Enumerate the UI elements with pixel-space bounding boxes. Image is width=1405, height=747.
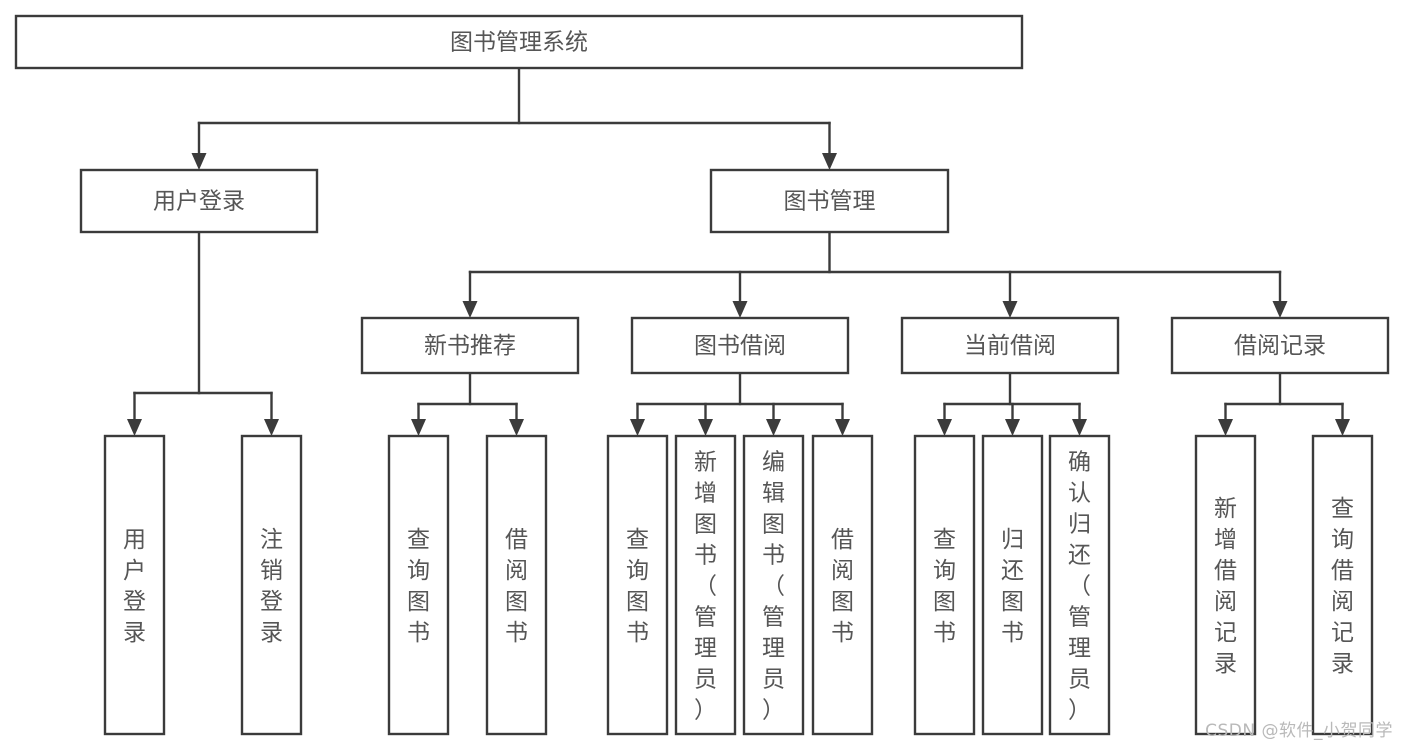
arrow-head-icon bbox=[1272, 301, 1288, 318]
connector-borrow-records bbox=[1218, 371, 1350, 436]
node-borrow-add-book[interactable]: 新增图书（管理员） bbox=[674, 434, 737, 736]
node-box-user-login[interactable] bbox=[79, 168, 319, 234]
connector-book-management bbox=[462, 230, 1288, 318]
node-label-recommend-borrow-book: 借阅图书 bbox=[505, 527, 528, 646]
node-label-records-add: 新增借阅记录 bbox=[1214, 496, 1237, 677]
arrow-head-icon bbox=[127, 419, 142, 436]
connector-book-borrow bbox=[630, 371, 850, 436]
node-box-root[interactable] bbox=[14, 14, 1024, 70]
arrow-head-icon bbox=[462, 301, 478, 318]
node-label-user-login: 用户登录 bbox=[153, 189, 245, 215]
node-label-borrow-records: 借阅记录 bbox=[1234, 333, 1326, 359]
node-box-book-borrow[interactable] bbox=[630, 316, 850, 375]
node-borrow-borrow-book[interactable]: 借阅图书 bbox=[811, 434, 874, 736]
node-box-borrow-records[interactable] bbox=[1170, 316, 1390, 375]
arrow-head-icon bbox=[766, 419, 781, 436]
node-box-borrow-edit-book[interactable] bbox=[742, 434, 805, 736]
node-box-borrow-add-book[interactable] bbox=[674, 434, 737, 736]
node-label-records-query: 查询借阅记录 bbox=[1331, 496, 1354, 677]
node-records-query[interactable]: 查询借阅记录 bbox=[1311, 434, 1374, 736]
node-box-current-query-book[interactable] bbox=[913, 434, 976, 736]
watermark-text: CSDN @软件_小贺同学 bbox=[1205, 721, 1393, 741]
node-label-borrow-borrow-book: 借阅图书 bbox=[831, 527, 854, 646]
node-box-recommend-borrow-book[interactable] bbox=[485, 434, 548, 736]
node-label-current-borrow: 当前借阅 bbox=[964, 333, 1056, 359]
node-recommend-query-book[interactable]: 查询图书 bbox=[387, 434, 450, 736]
arrow-head-icon bbox=[937, 419, 952, 436]
node-label-user-login-leaf: 用户登录 bbox=[123, 527, 146, 646]
node-box-user-login-leaf[interactable] bbox=[103, 434, 166, 736]
node-book-borrow[interactable]: 图书借阅 bbox=[630, 316, 850, 375]
node-label-current-return-book: 归还图书 bbox=[1001, 527, 1024, 646]
node-label-borrow-query-book: 查询图书 bbox=[626, 527, 649, 646]
node-label-root: 图书管理系统 bbox=[450, 30, 588, 56]
node-box-current-return-book[interactable] bbox=[981, 434, 1044, 736]
arrow-head-icon bbox=[822, 153, 837, 170]
node-current-confirm-return[interactable]: 确认归还（管理员） bbox=[1048, 434, 1111, 736]
arrow-head-icon bbox=[1072, 419, 1087, 436]
node-label-user-logout-leaf: 注销登录 bbox=[260, 527, 283, 646]
node-current-borrow[interactable]: 当前借阅 bbox=[900, 316, 1120, 375]
node-box-book-management[interactable] bbox=[709, 168, 950, 234]
arrow-head-icon bbox=[630, 419, 645, 436]
node-current-query-book[interactable]: 查询图书 bbox=[913, 434, 976, 736]
node-label-recommend-query-book: 查询图书 bbox=[407, 527, 430, 646]
node-box-borrow-query-book[interactable] bbox=[606, 434, 669, 736]
node-box-current-confirm-return[interactable] bbox=[1048, 434, 1111, 736]
node-borrow-edit-book[interactable]: 编辑图书（管理员） bbox=[742, 434, 805, 736]
arrow-head-icon bbox=[1218, 419, 1233, 436]
node-current-return-book[interactable]: 归还图书 bbox=[981, 434, 1044, 736]
node-label-borrow-add-book: 新增图书（管理员） bbox=[694, 450, 717, 724]
node-box-new-book-recommend[interactable] bbox=[360, 316, 580, 375]
node-user-login-leaf[interactable]: 用户登录 bbox=[103, 434, 166, 736]
node-box-borrow-borrow-book[interactable] bbox=[811, 434, 874, 736]
node-recommend-borrow-book[interactable]: 借阅图书 bbox=[485, 434, 548, 736]
node-box-current-borrow[interactable] bbox=[900, 316, 1120, 375]
node-root[interactable]: 图书管理系统 bbox=[14, 14, 1024, 70]
node-label-book-management: 图书管理 bbox=[784, 189, 876, 215]
connector-user-login bbox=[127, 230, 279, 436]
node-label-borrow-edit-book: 编辑图书（管理员） bbox=[762, 450, 785, 724]
arrow-head-icon bbox=[1335, 419, 1350, 436]
node-box-records-add[interactable] bbox=[1194, 434, 1257, 736]
arrow-head-icon bbox=[698, 419, 713, 436]
arrow-head-icon bbox=[411, 419, 426, 436]
node-label-book-borrow: 图书借阅 bbox=[694, 333, 786, 359]
arrow-head-icon bbox=[732, 301, 748, 318]
node-user-login[interactable]: 用户登录 bbox=[79, 168, 319, 234]
arrow-head-icon bbox=[1002, 301, 1018, 318]
node-book-management[interactable]: 图书管理 bbox=[709, 168, 950, 234]
arrow-head-icon bbox=[264, 419, 279, 436]
node-label-current-query-book: 查询图书 bbox=[933, 527, 956, 646]
node-label-new-book-recommend: 新书推荐 bbox=[424, 333, 516, 359]
nodes-layer: 图书管理系统用户登录图书管理用户登录注销登录新书推荐查询图书借阅图书图书借阅查询… bbox=[14, 14, 1390, 736]
node-box-records-query[interactable] bbox=[1311, 434, 1374, 736]
connector-current-borrow bbox=[937, 371, 1087, 436]
node-new-book-recommend[interactable]: 新书推荐 bbox=[360, 316, 580, 375]
node-box-recommend-query-book[interactable] bbox=[387, 434, 450, 736]
arrow-head-icon bbox=[509, 419, 524, 436]
node-borrow-records[interactable]: 借阅记录 bbox=[1170, 316, 1390, 375]
connector-new-book-recommend bbox=[411, 371, 524, 436]
node-label-current-confirm-return: 确认归还（管理员） bbox=[1068, 450, 1091, 724]
connectors-layer bbox=[127, 66, 1350, 436]
node-box-user-logout-leaf[interactable] bbox=[240, 434, 303, 736]
node-borrow-query-book[interactable]: 查询图书 bbox=[606, 434, 669, 736]
connector-root bbox=[191, 66, 837, 170]
node-records-add[interactable]: 新增借阅记录 bbox=[1194, 434, 1257, 736]
arrow-head-icon bbox=[191, 153, 207, 170]
arrow-head-icon bbox=[835, 419, 850, 436]
arrow-head-icon bbox=[1005, 419, 1020, 436]
node-user-logout-leaf[interactable]: 注销登录 bbox=[240, 434, 303, 736]
